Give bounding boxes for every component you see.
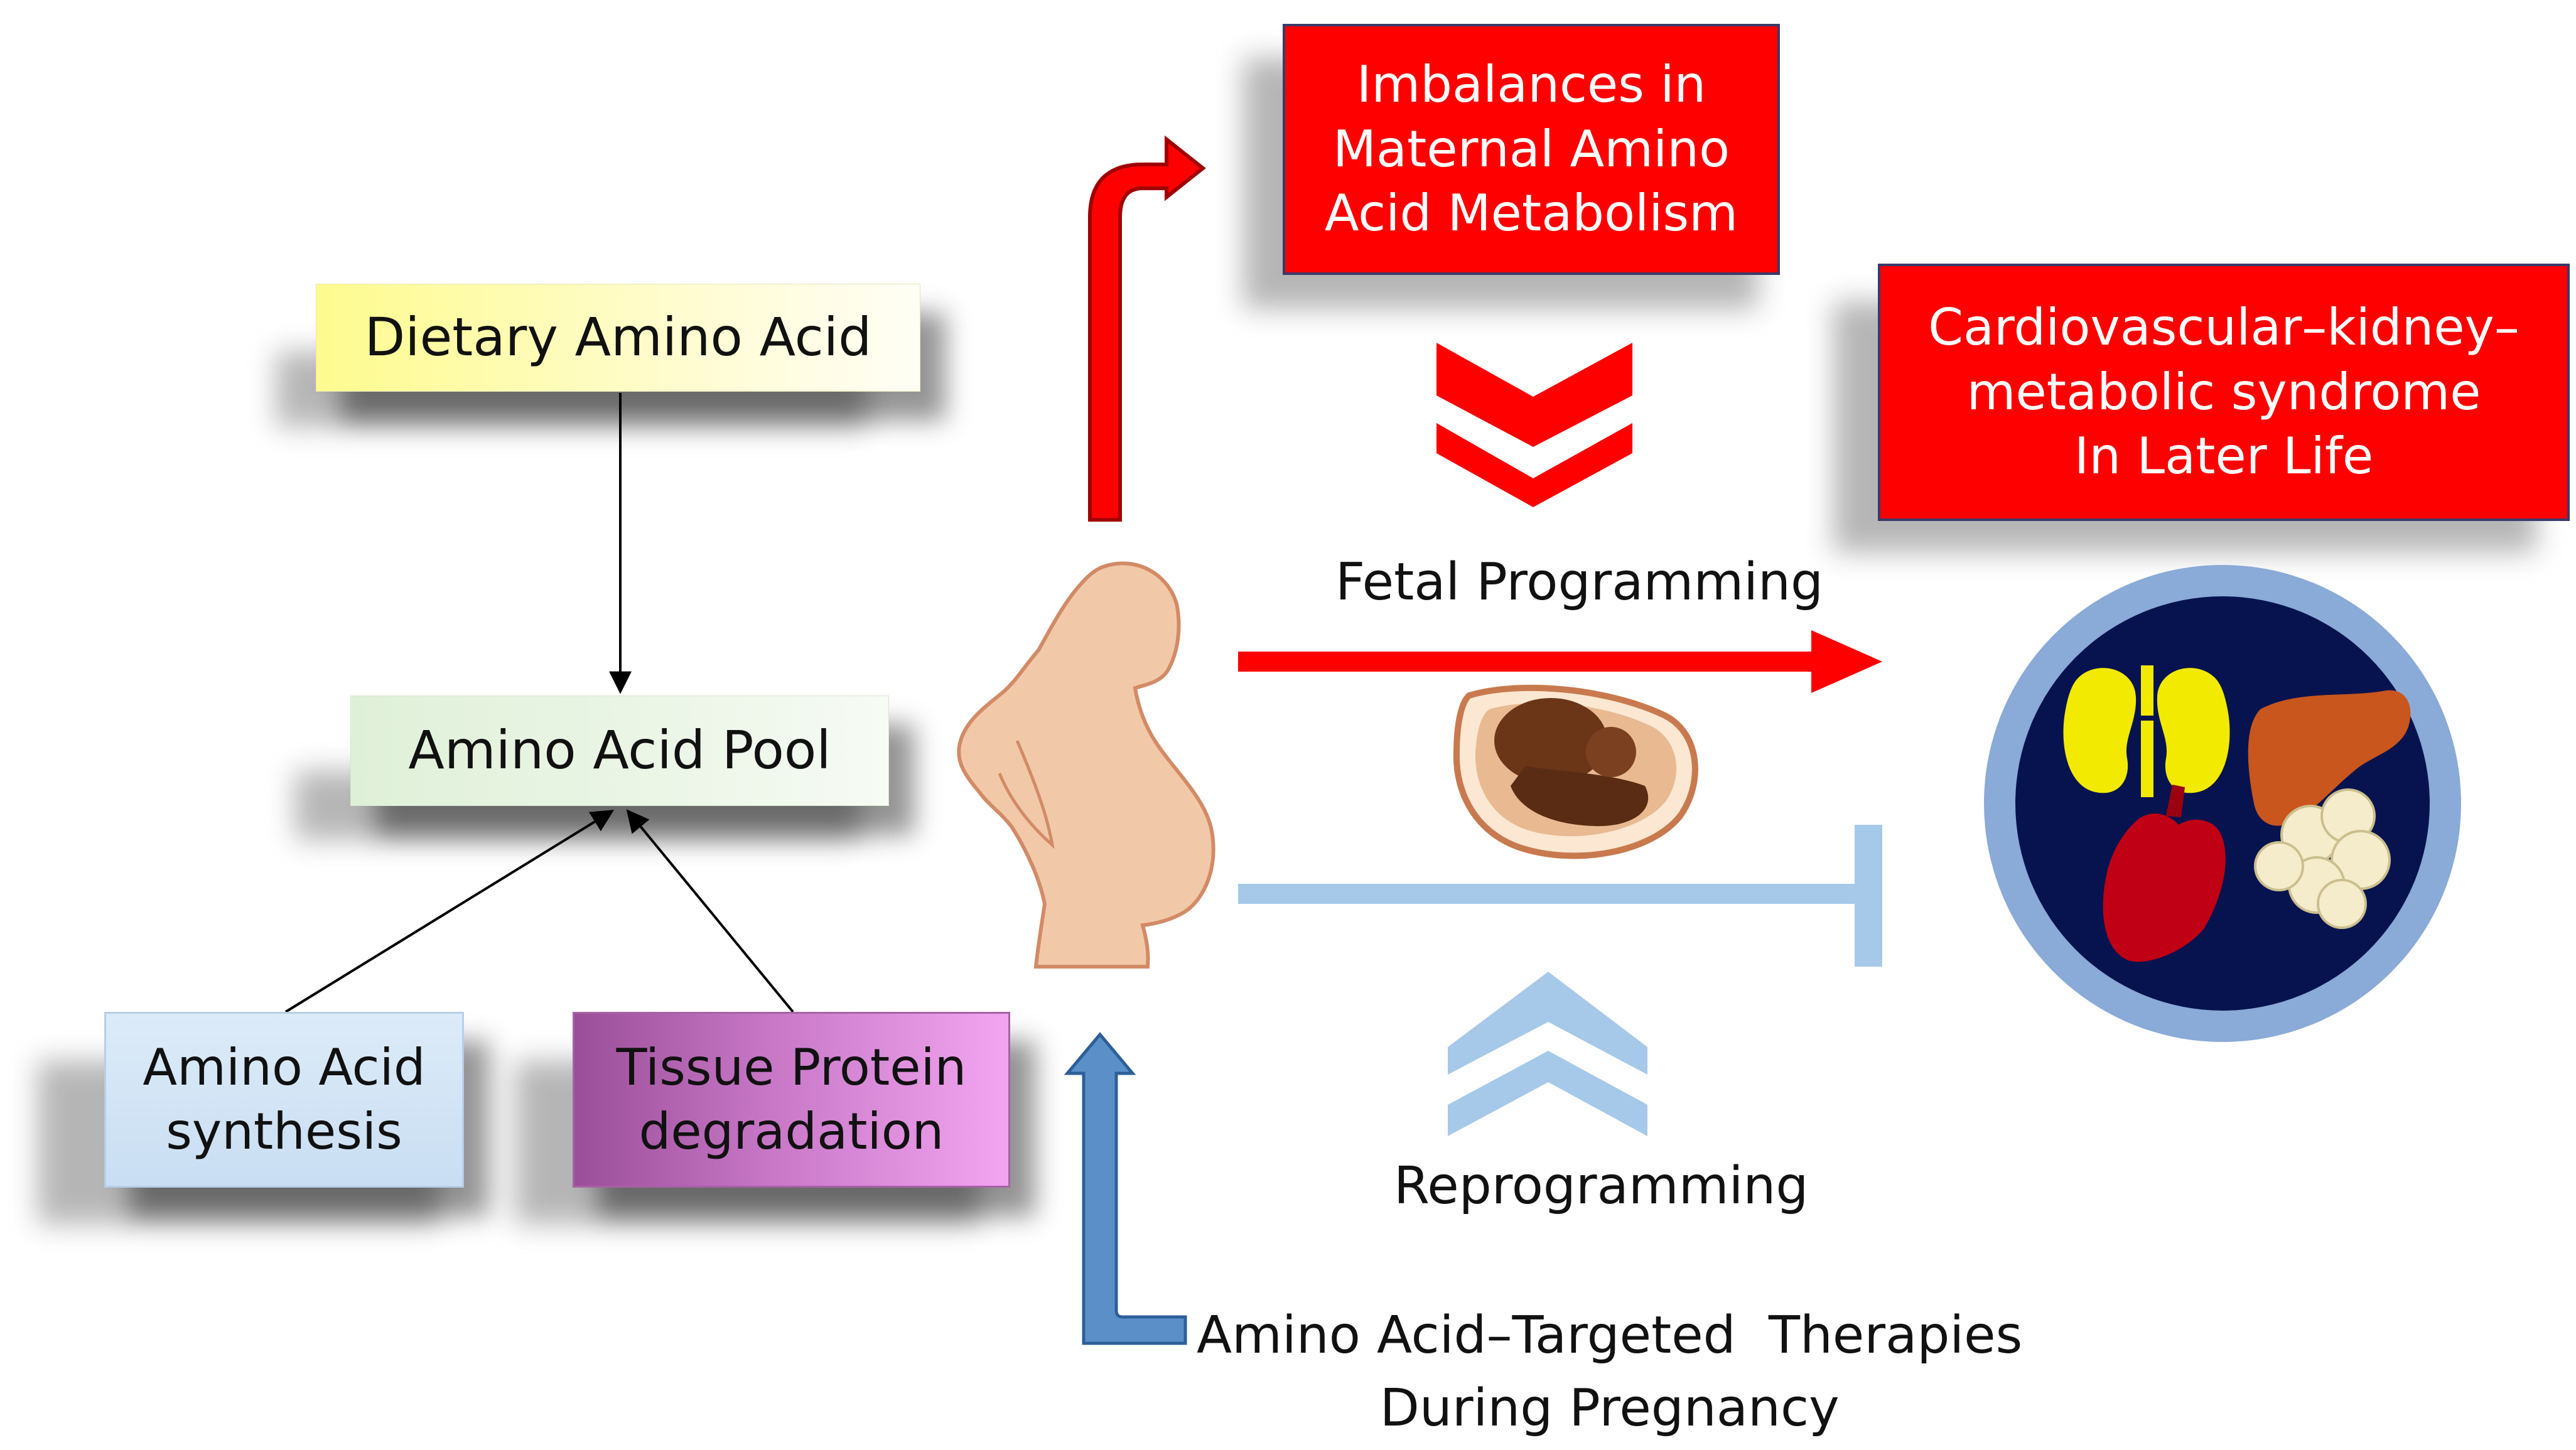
pregnant-woman-icon: [957, 561, 1215, 969]
dietary-amino-acid-label: Dietary Amino Acid: [364, 306, 872, 368]
fat-tissue-icon: [2254, 788, 2391, 929]
fetal-programming-text: Fetal Programming: [1335, 552, 1824, 612]
therapy-label: Amino Acid–Targeted Therapies During Pre…: [1197, 1299, 2022, 1446]
tissue-protein-degradation-line-1: Tissue Protein: [616, 1038, 967, 1097]
reprogramming-block-line: [1238, 884, 1866, 904]
maternal-imbalance-line-3: Acid Metabolism: [1324, 184, 1738, 243]
reprogramming-text: Reprogramming: [1394, 1156, 1809, 1216]
cardiovascular-kidney-metabolic-box: Cardiovascular–kidney– metabolic syndrom…: [1878, 264, 2570, 521]
fetal-programming-arrow: [1238, 630, 1882, 693]
amino-acid-synthesis-line-1: Amino Acid: [143, 1038, 426, 1097]
reprogramming-label: Reprogramming: [1394, 1156, 1808, 1216]
kidney-icon: [2063, 665, 2230, 797]
red-chevron-down-icon: [1436, 343, 1632, 507]
tissue-protein-degradation-line-2: degradation: [639, 1102, 944, 1161]
maternal-imbalance-line-1: Imbalances in: [1356, 55, 1706, 114]
heart-vessel: [2166, 785, 2185, 817]
woman-arm-line: [998, 740, 1055, 849]
heart-icon: [2103, 814, 2226, 962]
therapy-line-2: During Pregnancy: [1379, 1378, 1840, 1439]
fetal-programming-label: Fetal Programming: [1335, 552, 1823, 612]
cvkm-line-3: In Later Life: [2074, 427, 2374, 486]
cvkm-line-1: Cardiovascular–kidney–: [1928, 298, 2519, 357]
amino-acid-pool-box: Amino Acid Pool: [350, 695, 889, 806]
therapy-arrow: [1064, 1032, 1187, 1345]
amino-acid-synthesis-box: Amino Acid synthesis: [104, 1012, 464, 1188]
maternal-imbalance-box: Imbalances in Maternal Amino Acid Metabo…: [1283, 24, 1780, 275]
red-bent-arrow: [1088, 135, 1206, 522]
dietary-amino-acid-box: Dietary Amino Acid: [316, 284, 920, 392]
blue-chevron-up-icon: [1448, 972, 1647, 1136]
maternal-imbalance-line-2: Maternal Amino: [1332, 119, 1730, 178]
fetus-in-womb-icon: [1453, 684, 1698, 859]
amino-acid-synthesis-line-2: synthesis: [166, 1102, 402, 1161]
therapy-line-1: Amino Acid–Targeted Therapies: [1197, 1306, 2023, 1365]
liver-icon: [2248, 690, 2411, 826]
reprogramming-block-bar: [1855, 825, 1882, 967]
amino-acid-pool-label: Amino Acid Pool: [408, 719, 831, 781]
arrow-synthesis-to-pool: [284, 810, 615, 1013]
organ-disc: [1984, 565, 2461, 1042]
cvkm-line-2: metabolic syndrome: [1966, 362, 2481, 421]
tissue-protein-degradation-box: Tissue Protein degradation: [573, 1012, 1010, 1188]
arrow-degradation-to-pool: [626, 809, 794, 1013]
